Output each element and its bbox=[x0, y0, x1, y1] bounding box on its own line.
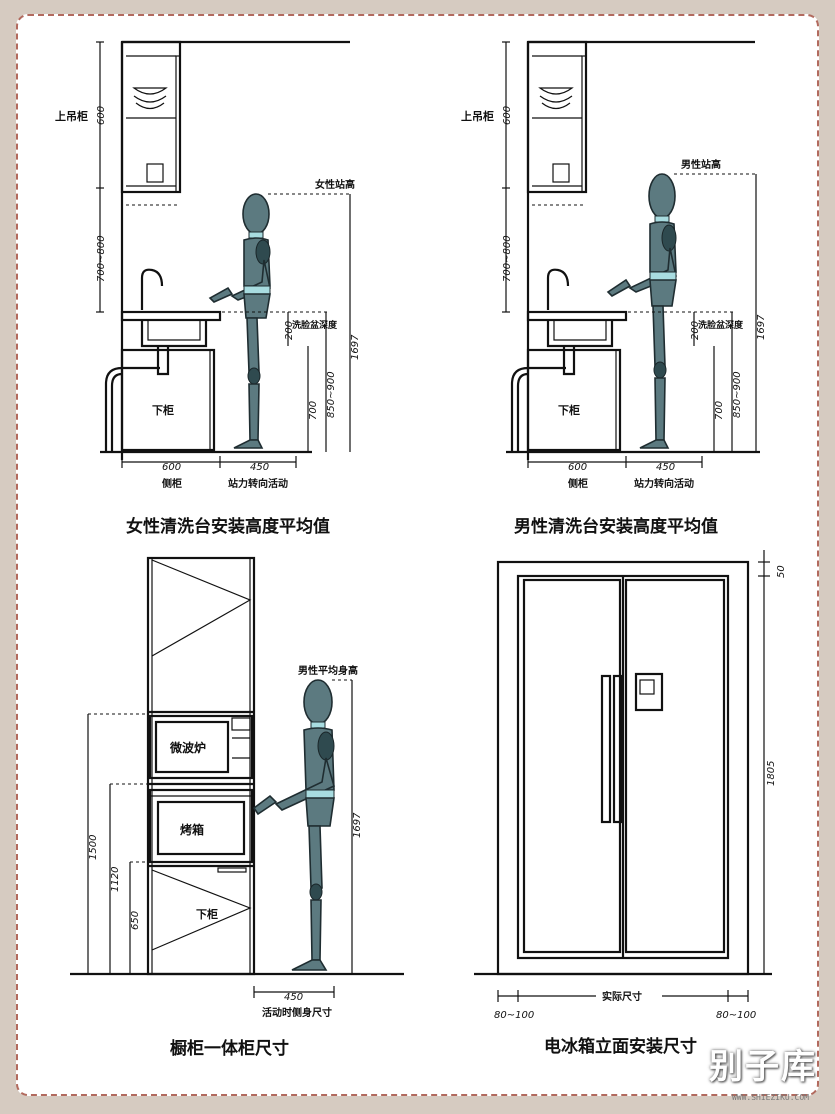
faucet-icon bbox=[546, 268, 570, 310]
oven-label: 烤箱 bbox=[180, 822, 204, 837]
panel-fridge: 50 1805 实际尺寸 80~100 80~100 电冰箱立面安装尺寸 bbox=[474, 550, 787, 1057]
turn-space: 450 bbox=[656, 462, 675, 473]
male-figure-icon bbox=[606, 173, 677, 449]
lower-cabinet bbox=[526, 348, 622, 452]
upper-height: 600 bbox=[502, 106, 513, 125]
countertop bbox=[120, 310, 222, 322]
drawing-sheet bbox=[16, 14, 819, 1096]
side-left: 80~100 bbox=[494, 1010, 534, 1021]
counter-range: 850~900 bbox=[326, 371, 337, 418]
panel-tall-cabinet: 微波炉 烤箱 下柜 1500 bbox=[70, 556, 404, 1059]
bowls-icon bbox=[132, 87, 168, 183]
fridge-handle bbox=[612, 674, 624, 824]
fridge-left-door bbox=[522, 578, 622, 954]
lower-cabinet-label: 下柜 bbox=[558, 403, 580, 417]
gap-height: 700~800 bbox=[96, 235, 107, 282]
h1500: 1500 bbox=[88, 835, 99, 860]
lower-cabinet bbox=[120, 348, 216, 452]
basin-depth: 200 bbox=[284, 321, 295, 340]
fridge-height: 1805 bbox=[766, 761, 777, 786]
fridge-handle bbox=[600, 674, 612, 824]
basin-label: 洗脸盆深度 bbox=[292, 319, 338, 331]
fridge-right-door bbox=[624, 578, 726, 954]
oven bbox=[148, 788, 254, 864]
caption-tall: 橱柜一体柜尺寸 bbox=[170, 1038, 289, 1059]
side-label: 侧柜 bbox=[162, 477, 182, 490]
turn-space: 450 bbox=[250, 462, 269, 473]
stand-height-label: 女性站高 bbox=[315, 178, 355, 191]
side-right: 80~100 bbox=[716, 1010, 756, 1021]
lower-cabinet-label: 下柜 bbox=[196, 907, 218, 921]
upper-height: 600 bbox=[96, 106, 107, 125]
caption-female: 女性清洗台安装高度平均值 bbox=[126, 516, 330, 537]
male-figure-icon bbox=[252, 679, 335, 971]
basin-depth: 200 bbox=[690, 321, 701, 340]
panel-male: 下柜 600 700~800 上吊柜 男性站高 1697 200 洗脸盆深度 bbox=[461, 40, 767, 537]
microwave bbox=[148, 714, 254, 780]
h650: 650 bbox=[130, 911, 141, 930]
panel-female: 下柜 600 700~800 上吊柜 女性站高 1697 bbox=[55, 40, 361, 537]
w450: 450 bbox=[284, 992, 303, 1003]
watermark-url: WWW.SHIEZIKU.COM bbox=[731, 1093, 809, 1102]
counter-700: 700 bbox=[714, 401, 725, 420]
side-label: 活动时侧身尺寸 bbox=[262, 1006, 332, 1019]
faucet-icon bbox=[140, 268, 164, 310]
h1120: 1120 bbox=[110, 867, 121, 892]
countertop bbox=[526, 310, 628, 322]
caption-fridge: 电冰箱立面安装尺寸 bbox=[544, 1036, 697, 1057]
top-gap: 50 bbox=[776, 565, 787, 578]
caption-male: 男性清洗台安装高度平均值 bbox=[514, 516, 718, 537]
counter-700: 700 bbox=[308, 401, 319, 420]
stand-height: 1697 bbox=[350, 334, 361, 360]
bowls-icon bbox=[538, 87, 574, 183]
watermark-logo: 别子库 bbox=[709, 1047, 817, 1087]
male-avg-label: 男性平均身高 bbox=[298, 664, 358, 677]
basin-label: 洗脸盆深度 bbox=[698, 319, 744, 331]
turn-label: 站力转向活动 bbox=[228, 477, 288, 490]
actual-size-label: 实际尺寸 bbox=[602, 990, 642, 1003]
stand-height: 1697 bbox=[756, 314, 767, 340]
side-depth: 600 bbox=[162, 462, 181, 473]
gap-height: 700~800 bbox=[502, 235, 513, 282]
upper-cabinet-label: 上吊柜 bbox=[461, 109, 494, 123]
female-figure-icon bbox=[208, 193, 271, 449]
stand-height-label: 男性站高 bbox=[681, 158, 721, 171]
microwave-label: 微波炉 bbox=[169, 740, 206, 755]
side-depth: 600 bbox=[568, 462, 587, 473]
lower-cabinet-label: 下柜 bbox=[152, 403, 174, 417]
counter-range: 850~900 bbox=[732, 371, 743, 418]
fridge-display-icon bbox=[634, 672, 664, 712]
upper-cabinet bbox=[120, 40, 182, 194]
side-label: 侧柜 bbox=[568, 477, 588, 490]
upper-cabinet bbox=[526, 40, 588, 194]
h1697: 1697 bbox=[352, 812, 363, 838]
turn-label: 站力转向活动 bbox=[634, 477, 694, 490]
upper-cabinet-label: 上吊柜 bbox=[55, 109, 88, 123]
